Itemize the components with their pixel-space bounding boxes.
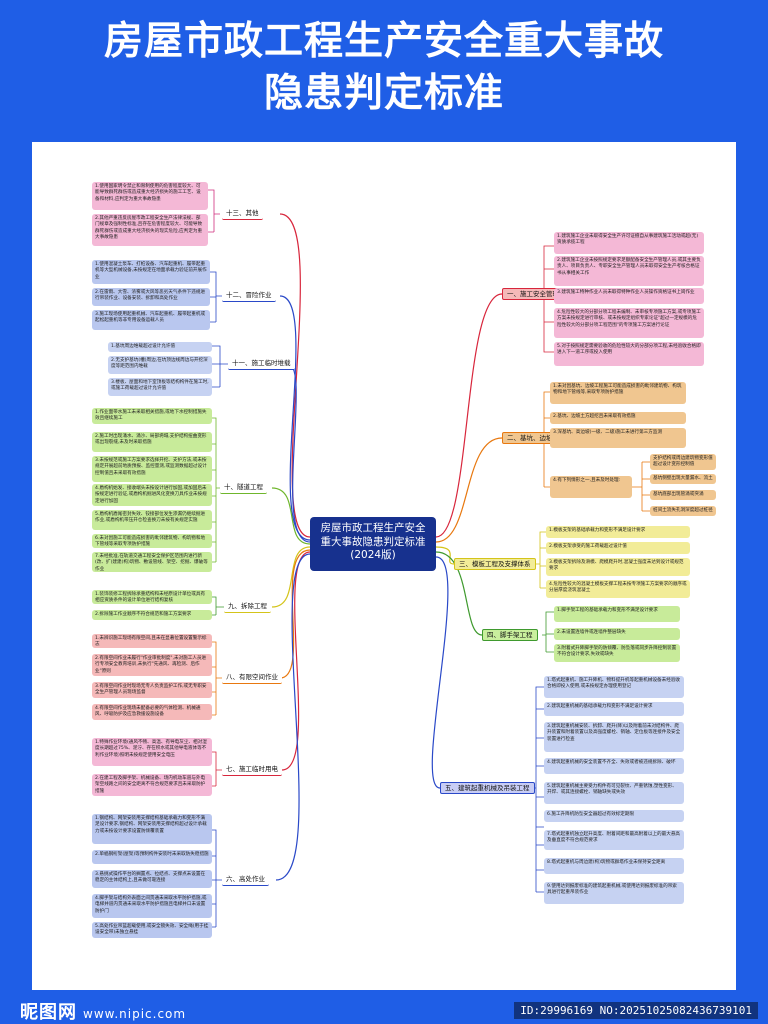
item-c9-2: 2.拆除施工作业顺序不符合规范和施工方案要求 [92, 610, 212, 620]
item-c3-1: 1.模板支架的基础承载力和变形不满足设计要求 [546, 526, 690, 538]
item-c1-5: 5.对于按照规定需要验收的危险性较大的分部分项工程,未经验收合格即进入下一道工序… [554, 342, 704, 366]
item-c1-3: 3.建筑施工特种作业人员未取得特种作业人员操作资格证书上岗作业 [554, 288, 704, 304]
item-c5-1: 1.塔式起重机、施工升降机、物料提升机等起重机械设备未经验收合格即投入使用,或未… [544, 676, 684, 698]
category-formwork-support: 三、模板工程及支撑体系 [454, 558, 536, 570]
item-c2-4-sub-1: 支护结构或周边建筑物变形值超过设计变形控制值 [650, 454, 716, 470]
item-c3-2: 2.模板支架承受的施工荷载超过设计值 [546, 542, 690, 554]
central-topic-line-1: 房屋市政工程生产安全 [320, 522, 426, 534]
item-c10-2: 2.施工时出现涌水、涌沙、局部坍塌,支护结构扭曲变形或出现裂缝,未及时采取措施 [92, 432, 212, 452]
item-c2-4-sub-4: 桩间土流失孔洞深度超过桩径 [650, 506, 716, 516]
category-tunnel: 十、隧道工程 [220, 482, 267, 494]
item-c1-1: 1.建筑施工企业未取得安全生产许可证擅自从事建筑施工活动或超(无)资质承揽工程 [554, 232, 704, 254]
item-c1-2: 2.建筑施工企业未按照规定要求足额配备安全生产管理人员,或其主要负责人、项目负责… [554, 256, 704, 286]
category-confined-space: 八、有限空间作业 [222, 672, 282, 684]
item-c5-8: 8.塔式起重机与周边建(构)筑物或群塔作业未保持安全距离 [544, 858, 684, 874]
item-c10-6: 6.未对因施工可能造成损害的毗邻建筑物、构筑物和地下管线等采取专项防护措施 [92, 534, 212, 548]
page-title: 房屋市政工程生产安全重大事故 隐患判定标准 [0, 16, 768, 120]
central-topic-line-2: 重大事故隐患判定标准 [320, 535, 426, 548]
item-c3-4: 4.危险性较大的混凝土模板支撑工程未按专项施工方案要求的顺序或分层厚度浇筑混凝土 [546, 580, 690, 598]
item-c2-4: 4.有下列情形之一,且未及时处理: [550, 476, 632, 498]
item-c6-2: 2.单榀钢桁架(屋架)等预制构件安装时未采取防失稳措施 [92, 850, 212, 864]
item-c6-5: 5.高处作业吊篮超载使用,或安全锁失效、安全绳(用于挂设安全带)未独立悬挂 [92, 922, 212, 938]
watermark-id: ID:29996169 NO:20251025082436739101 [514, 1002, 758, 1019]
item-c10-3: 3.未按规范或施工方案要求选择开挖、支护方法,或未按规定开展超前地质预报、监控量… [92, 456, 212, 482]
central-topic: 房屋市政工程生产安全 重大事故隐患判定标准 (2024版) [310, 517, 436, 571]
title-line-1: 房屋市政工程生产安全重大事故 [103, 19, 664, 64]
item-c5-6: 6.施工升降机防坠安全器超过有效标定期限 [544, 810, 684, 822]
item-c11-2: 2.无支护基坑(槽)周边,在坑顶边线周边与开挖深度等距范围内堆载 [108, 356, 212, 374]
item-c13-1: 1.使用国家明令禁止和限制使用的危害程度较大、可能导致群死群伤或造成重大经济损失… [92, 182, 208, 210]
watermark-url: www.nipic.com [83, 1007, 187, 1021]
item-c7-1: 1.特殊作业环境(通风不畅、高温、有导电灰尘、相对湿度长期超过75%、泥泞、存在… [92, 738, 212, 766]
item-c4-2: 2.未设置连墙件或连墙件整层缺失 [554, 628, 680, 640]
item-c11-3: 3.楼板、屋面和地下室顶板等结构构件在施工时,或施工荷载超过设计允许值 [108, 378, 212, 396]
item-c9-1: 1.装饰装修工程拆除承重结构和未经原设计单位或具有相应资质条件的设计单位进行结构… [92, 590, 212, 604]
item-c5-5: 5.建筑起重机械主要受力构件有可见裂纹、严重锈蚀,塑性变形、开焊、或其连接螺栓、… [544, 782, 684, 804]
item-c12-3: 3.施工现场使用起重机械、汽车起重机、履带起重机或起松起重机等非专用设备运载人员 [92, 310, 210, 330]
mindmap-panel: 房屋市政工程生产安全 重大事故隐患判定标准 (2024版) 一、施工安全管理 二… [32, 142, 736, 990]
item-c2-3: 3.深基坑、高边坡(一级、二级)施工未进行第三方监测 [550, 428, 686, 448]
item-c7-2: 2.在建工程及脚手架、机械设备、场内机动车道与外电架空线路之间的安全距离不符合规… [92, 774, 212, 796]
item-c8-3: 3.有限空间作业时现场无专人负责监护工作,或无专职安全生产管理人员现场监督 [92, 682, 212, 698]
item-c5-4: 4.建筑起重机械的安全装置不齐全、失效或者被违规拆除、破坏 [544, 758, 684, 774]
category-lifting-machinery: 五、建筑起重机械及吊装工程 [440, 782, 535, 794]
central-topic-line-3: (2024版) [350, 549, 396, 561]
item-c6-3: 3.悬挑式操作平台的搁置点、拉结点、支撑点未设置在稳定的主体结构上,且未做可靠连… [92, 870, 212, 888]
category-work-at-height: 六、高处作业 [222, 874, 269, 886]
item-c10-1: 1.作业面带水施工未采取相关措施,或地下水控制措施失效且继续施工 [92, 408, 212, 424]
category-demolition: 九、拆除工程 [224, 601, 271, 613]
item-c1-4: 4.危险性较大的分部分项工程未编制、未审核专项施工方案,或专项施工方案未按规定进… [554, 308, 704, 338]
item-c2-2: 2.基坑、边坡土方超挖且未采取有效措施 [550, 412, 686, 424]
watermark-logo: 昵图网 www.nipic.com [20, 998, 186, 1024]
item-c10-4: 4.盾构机始发、接收端头未按设计进行加固,或加固后未按规定进行验证,或盾构机掘进… [92, 484, 212, 506]
item-c8-1: 1.未辨识施工现场有限空间,且未在显著位置设置警示标志 [92, 634, 212, 648]
category-scaffolding: 四、脚手架工程 [482, 629, 538, 641]
category-temporary-electricity: 七、施工临时用电 [222, 764, 282, 776]
item-c10-7: 7.未经批准,在轨道交通工程安全保护区范围内进行新(改、扩)建建(构)筑物、敷设… [92, 552, 212, 572]
item-c8-2: 2.有限空间作业未履行"作业审批制度",未对施工人员进行专项安全教育培训,未执行… [92, 654, 212, 676]
item-c8-4: 4.有限空间作业现场未配备必要的气体检测、机械通风、呼吸防护及应急救援设施设备 [92, 704, 212, 720]
item-c4-3: 3.附着式升降脚手架的防倾覆、防坠落或同步升降控制装置不符合设计要求,失效或缺失 [554, 644, 680, 662]
item-c5-2: 2.建筑起重机械的基础承载力和变形不满足设计要求 [544, 702, 684, 716]
item-c2-1: 1.未对因基坑、边坡工程施工可能造成损害的毗邻建筑物、构筑物和地下管线等,采取专… [550, 382, 686, 404]
watermark-brand: 昵图网 [20, 1002, 77, 1023]
item-c6-1: 1.钢结构、网架安装用支撑结构基础承载力和变形不满足设计要求,钢结构、网架安装用… [92, 814, 212, 844]
title-line-2: 隐患判定标准 [263, 71, 504, 116]
category-other: 十三、其他 [222, 208, 263, 220]
item-c12-1: 1.使用混凝土泵车、打桩设备、汽车起重机、履带起重机等大型机械设备,未按规定在地… [92, 260, 210, 284]
item-c3-3: 3.模板支架拆除及滑模、爬模爬升时,混凝土强度未达到设计或规范要求 [546, 558, 690, 576]
item-c10-5: 5.盾构机盾尾密封失效、铰接部位发生渗漏仍继续掘进作业,或盾构机带压开仓检查换刀… [92, 510, 212, 530]
category-temporary-stacking: 十一、施工临时堆载 [228, 358, 295, 370]
item-c2-4-sub-3: 基坑底部出现管涌或突涌 [650, 490, 716, 500]
item-c5-7: 7.塔式起重机独立起升高度、附着间距和最高附着以上的最大悬高及垂直度不符合规范要… [544, 830, 684, 850]
category-risky-operations: 十二、冒险作业 [222, 290, 276, 302]
item-c4-1: 1.脚手架工程的基础承载力和变形不满足设计要求 [554, 606, 680, 622]
item-c13-2: 2.其他严重违反房屋市政工程安全生产法律法规、部门规章及强制性标准,且存在危害程… [92, 214, 208, 246]
item-c2-4-sub-2: 基坑侧壁出现大量漏水、流土 [650, 474, 716, 484]
footer-band [0, 990, 768, 1024]
item-c11-1: 1.基坑周边堆载超过设计允许值 [108, 342, 212, 352]
connector-lines [208, 189, 650, 928]
item-c6-4: 4.脚手架与结构外表面之间贯通未采取水平防护措施,或电梯井道内贯通未采取水平防护… [92, 894, 212, 918]
item-c5-9: 9.使用达到报废标准的建筑起重机械,或使用达到报废标准的吊索具进行起重吊装作业 [544, 882, 684, 904]
item-c12-2: 2.在雷雨、大雪、浓雾或大风等恶劣天气条件下违规进行吊装作业、设备安装、拆卸和高… [92, 288, 210, 306]
item-c5-3: 3.建筑起重机械安装、拆卸、爬升(降)以及附着前未对结构件、爬升装置和附着装置以… [544, 722, 684, 752]
